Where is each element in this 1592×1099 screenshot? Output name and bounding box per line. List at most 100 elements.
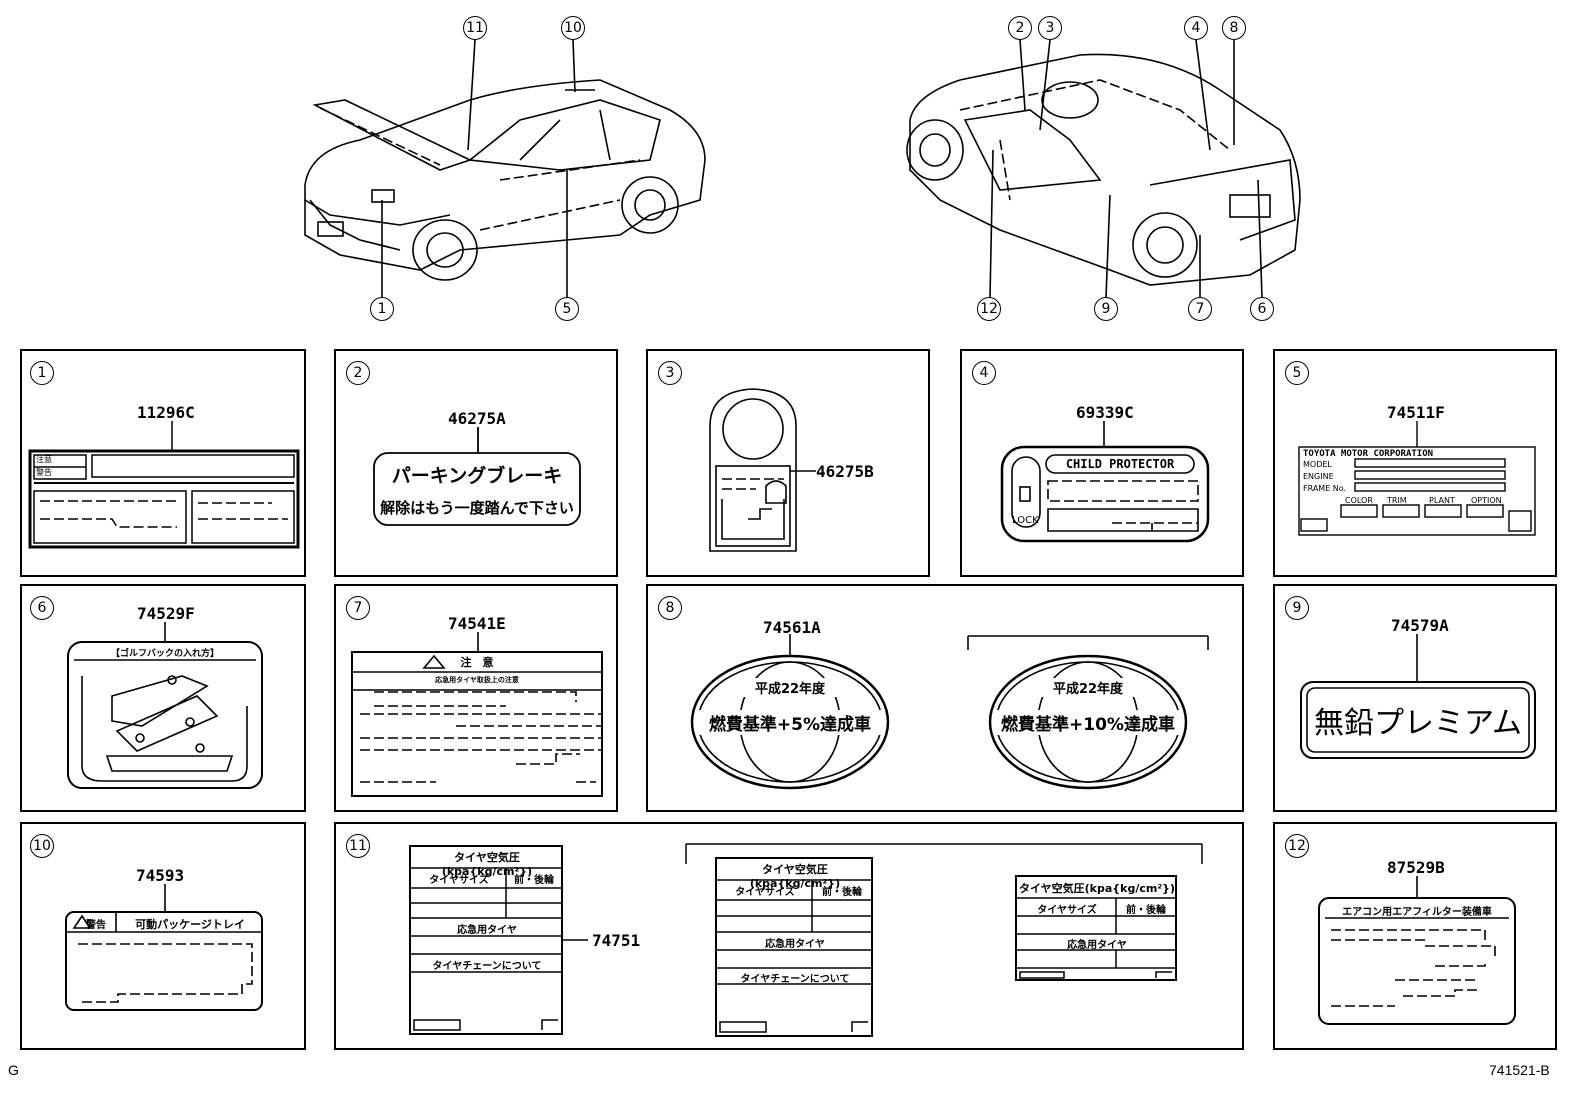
- tire-label-c-title: タイヤ空気圧(kpa{kg/cm²}): [1018, 882, 1175, 895]
- callout-12: 12: [977, 297, 1001, 321]
- panel-number: 3: [658, 361, 682, 385]
- label-title: 可動パッケージトレイ: [135, 918, 245, 931]
- label-title: エアコン用エアフィルター装備車: [1342, 907, 1492, 918]
- tire-label-c-size: タイヤサイズ: [1037, 905, 1097, 916]
- air-filter-label-drawing: [1318, 876, 1516, 1025]
- tire-label-a-size: タイヤサイズ: [429, 875, 489, 886]
- panel-4: 4 69339C CHILD PROTECTOR LOCK: [960, 349, 1244, 577]
- panel-11: 11: [334, 822, 1244, 1050]
- panel-number: 10: [30, 834, 54, 858]
- part-number: 69339C: [1076, 403, 1134, 422]
- label-line-1: パーキングブレーキ: [391, 465, 563, 487]
- tire-label-c-wheel: 前・後輪: [1126, 905, 1166, 916]
- panel-8: 8 74561A 平成22年度 燃費基準+5%達成車 平成22年度 燃費基準+1…: [646, 584, 1244, 812]
- callout-3: 3: [1038, 16, 1062, 40]
- callout-4: 4: [1184, 16, 1208, 40]
- plate-title: TOYOTA MOTOR CORPORATION: [1303, 449, 1434, 459]
- label-line-2: 解除はもう一度踏んで下さい: [380, 499, 574, 517]
- tire-pressure-labels-drawing: [409, 843, 1203, 1037]
- fuel-economy-sticker-drawing: [690, 634, 1209, 790]
- plate-field: ENGINE: [1303, 472, 1334, 481]
- tire-label-b-spare: 応急用タイヤ: [765, 939, 825, 950]
- spare-tire-caution-drawing: [351, 632, 603, 797]
- plate-field: PLANT: [1429, 496, 1455, 505]
- sticker-b-main: 燃費基準+10%達成車: [994, 710, 1182, 735]
- sticker-a-main: 燃費基準+5%達成車: [696, 710, 884, 735]
- tire-label-a-chain: タイヤチェーンについて: [432, 961, 542, 972]
- plate-field: OPTION: [1471, 496, 1502, 505]
- callout-7: 7: [1188, 297, 1212, 321]
- panel-7: 7 74541E 注 意 応急用タイヤ取扱上の注意: [334, 584, 618, 812]
- panel-9: 9 74579A 無鉛プレミアム: [1273, 584, 1557, 812]
- panel-5: 5 74511F TOYOTA MOTOR CORPORATION MODEL …: [1273, 349, 1557, 577]
- panel-number: 6: [30, 596, 54, 620]
- lock-text: LOCK: [1012, 515, 1039, 526]
- part-number: 74751: [592, 931, 641, 950]
- panel-number: 9: [1285, 596, 1309, 620]
- part-number: 46275B: [816, 462, 874, 481]
- label-11296c-drawing: [28, 421, 300, 549]
- callout-2: 2: [1008, 16, 1032, 40]
- panel-number: 2: [346, 361, 370, 385]
- sticker-b-year: 平成22年度: [1038, 678, 1138, 697]
- label-title: 注 意: [460, 656, 494, 669]
- parking-tag-drawing: [709, 388, 816, 552]
- part-number: 46275A: [448, 409, 506, 428]
- tire-label-b-title: タイヤ空気圧(kpa{kg/cm²}): [749, 863, 841, 890]
- part-number: 74561A: [763, 618, 821, 637]
- footer-diagram-code: 741521-B: [1489, 1062, 1550, 1078]
- label-title: 【ゴルフバックの入れ方】: [110, 649, 219, 659]
- panel-1: 1 11296C 注意 警告: [20, 349, 306, 577]
- footer-left-code: G: [8, 1062, 19, 1078]
- tire-label-b-size: タイヤサイズ: [735, 887, 795, 898]
- package-tray-warning-drawing: [65, 884, 263, 1011]
- part-number: 74511F: [1387, 403, 1445, 422]
- label-text: 無鉛プレミアム: [1314, 706, 1522, 741]
- vehicle-illustrations: [304, 39, 1301, 300]
- panel-10: 10 74593 警告 可動パッケージトレイ: [20, 822, 306, 1050]
- panel-3: 3 46275B: [646, 349, 930, 577]
- sticker-a-year: 平成22年度: [740, 678, 840, 697]
- panel-number: 11: [346, 834, 370, 858]
- panel-number: 8: [658, 596, 682, 620]
- part-number: 74529F: [137, 604, 195, 623]
- tire-label-c-spare: 応急用タイヤ: [1067, 940, 1127, 951]
- warning-tag: 警告: [86, 920, 106, 931]
- label-subtitle: 応急用タイヤ取扱上の注意: [435, 676, 519, 684]
- callout-1: 1: [370, 297, 394, 321]
- plate-field: TRIM: [1387, 496, 1407, 505]
- panel-2: 2 46275A パーキングブレーキ 解除はもう一度踏んで下さい: [334, 349, 618, 577]
- panel-number: 7: [346, 596, 370, 620]
- label-tag-warning: 警告: [36, 468, 52, 477]
- plate-field: FRAME No.: [1303, 484, 1347, 493]
- child-protector-drawing: [1000, 421, 1210, 543]
- tire-label-a-wheel: 前・後輪: [514, 875, 554, 886]
- panel-12: 12 87529B エアコン用エアフィルター装備車: [1273, 822, 1557, 1050]
- vin-plate-drawing: [1298, 421, 1536, 536]
- tire-label-a-title: タイヤ空気圧(kpa{kg/cm²}): [441, 851, 533, 878]
- front-car-drawing: [304, 39, 706, 300]
- callout-10: 10: [561, 16, 585, 40]
- label-tag-caution: 注意: [36, 455, 52, 464]
- callout-11: 11: [463, 16, 487, 40]
- plate-field: COLOR: [1345, 496, 1373, 505]
- callout-5: 5: [555, 297, 579, 321]
- callout-8: 8: [1222, 16, 1246, 40]
- panel-6: 6 74529F 【ゴルフバックの入れ方】: [20, 584, 306, 812]
- panel-number: 12: [1285, 834, 1309, 858]
- tire-label-b-chain: タイヤチェーンについて: [740, 974, 850, 985]
- part-number: 11296C: [137, 403, 195, 422]
- part-number: 74541E: [448, 614, 506, 633]
- part-number: 74593: [136, 866, 185, 885]
- tire-label-b-wheel: 前・後輪: [822, 887, 862, 898]
- rear-car-drawing: [906, 39, 1301, 298]
- panel-number: 1: [30, 361, 54, 385]
- plate-field: MODEL: [1303, 460, 1332, 469]
- panel-number: 5: [1285, 361, 1309, 385]
- golf-bag-label-drawing: [67, 622, 263, 789]
- part-number: 87529B: [1387, 858, 1445, 877]
- label-title: CHILD PROTECTOR: [1065, 457, 1175, 471]
- panel-number: 4: [972, 361, 996, 385]
- callout-9: 9: [1094, 297, 1118, 321]
- part-number: 74579A: [1391, 616, 1449, 635]
